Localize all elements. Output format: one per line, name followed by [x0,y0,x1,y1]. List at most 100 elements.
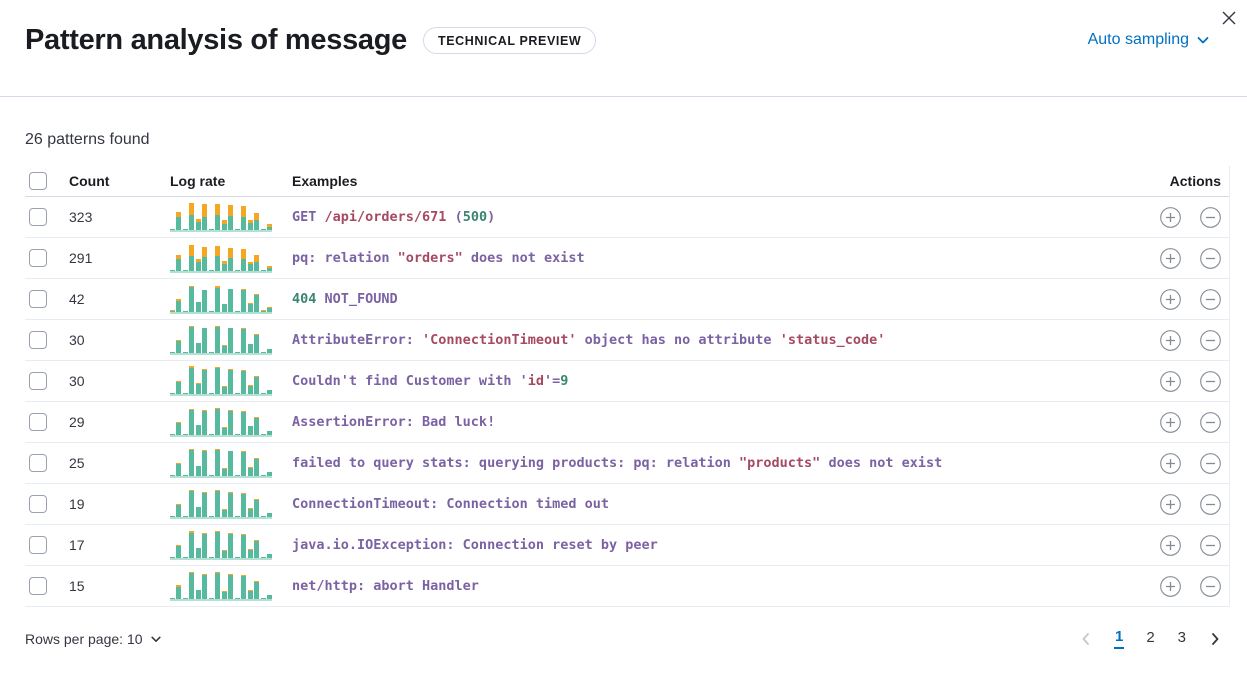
row-checkbox[interactable] [29,454,47,472]
pattern-count: 29 [69,414,85,430]
log-rate-sparkline [170,407,272,437]
filter-in-pattern-icon[interactable] [1160,534,1181,556]
table-row: 15 net/http: abort Handler [25,566,1229,607]
filter-in-pattern-icon[interactable] [1160,493,1181,515]
filter-out-pattern-icon[interactable] [1200,329,1221,351]
example-token: java.io.IOException: Connection reset by… [292,537,658,553]
filter-in-pattern-icon[interactable] [1160,452,1181,474]
sparkline-bar [228,204,234,230]
column-header-actions: Actions [1169,173,1221,189]
table-row: 291 pq: relation "orders" does not exist [25,238,1229,279]
log-rate-sparkline [170,325,272,355]
sparkline-bar [228,574,234,599]
sparkline-bar [228,533,234,558]
sampling-menu-button[interactable]: Auto sampling [1088,31,1210,49]
filter-in-pattern-icon[interactable] [1160,206,1181,228]
row-checkbox[interactable] [29,331,47,349]
sparkline-bar [221,261,227,271]
row-checkbox[interactable] [29,495,47,513]
sparkline-bar [195,301,201,312]
example-token: ConnectionTimeout: Connection timed out [292,496,609,512]
sparkline-bar [241,492,247,517]
filter-in-pattern-icon[interactable] [1160,575,1181,597]
sparkline-bar [260,270,266,271]
example-token: GET [292,209,325,225]
sparkline-bar [189,244,195,271]
example-token: net/http: abort Handler [292,578,479,594]
sparkline-bar [176,421,182,435]
pattern-example: failed to query stats: querying products… [292,455,1133,471]
select-all-checkbox[interactable] [29,172,47,190]
sparkline-bar [234,516,240,517]
filter-in-pattern-icon[interactable] [1160,370,1181,392]
sparkline-bar [234,598,240,599]
sparkline-bar [267,553,272,558]
sparkline-bar [260,433,266,435]
filter-in-pattern-icon[interactable] [1160,329,1181,351]
sparkline-bar [189,326,195,353]
sparkline-bar [260,557,266,558]
filter-out-pattern-icon[interactable] [1200,452,1221,474]
sparkline-bar [234,434,240,435]
filter-out-pattern-icon[interactable] [1200,206,1221,228]
sparkline-bar [221,468,227,476]
sparkline-bar [195,342,201,353]
sparkline-bar [182,475,188,476]
example-token: object has no attribute [576,332,780,348]
sparkline-bar [221,345,227,353]
table-row: 30 AttributeError: 'ConnectionTimeout' o… [25,320,1229,361]
row-checkbox[interactable] [29,208,47,226]
sparkline-bar [234,310,240,312]
sparkline-bar [247,262,253,271]
sparkline-bar [215,572,221,599]
pattern-count: 42 [69,291,85,307]
filter-out-pattern-icon[interactable] [1200,247,1221,269]
sparkline-bar [260,229,266,230]
filter-out-pattern-icon[interactable] [1200,534,1221,556]
pattern-count: 30 [69,332,85,348]
filter-out-pattern-icon[interactable] [1200,575,1221,597]
filter-in-pattern-icon[interactable] [1160,247,1181,269]
sparkline-bar [202,204,208,230]
previous-page-icon [1079,632,1093,646]
sparkline-bar [221,427,227,435]
page-number-1[interactable]: 1 [1113,628,1125,649]
sparkline-bar [260,393,266,394]
example-token: 'status_code' [779,332,886,348]
sparkline-bar [215,448,221,476]
row-checkbox[interactable] [29,577,47,595]
sampling-menu-label: Auto sampling [1087,31,1189,48]
sparkline-bar [267,430,272,435]
row-checkbox[interactable] [29,536,47,554]
filter-in-pattern-icon[interactable] [1160,288,1181,310]
page-number-2[interactable]: 2 [1145,628,1155,649]
row-checkbox[interactable] [29,413,47,431]
flyout-header: Pattern analysis of message TECHNICAL PR… [0,0,1247,97]
row-checkbox[interactable] [29,290,47,308]
close-icon[interactable] [1215,4,1243,32]
page-number-3[interactable]: 3 [1177,628,1187,649]
sparkline-bar [170,270,175,271]
filter-out-pattern-icon[interactable] [1200,370,1221,392]
sparkline-bar [241,410,247,435]
row-checkbox[interactable] [29,249,47,267]
sparkline-bar [195,258,201,271]
sparkline-bar [260,598,266,599]
sparkline-bar [170,310,175,312]
filter-in-pattern-icon[interactable] [1160,411,1181,433]
sparkline-bar [260,516,266,517]
filter-out-pattern-icon[interactable] [1200,493,1221,515]
rows-per-page-button[interactable]: Rows per page: 10 [25,631,162,647]
filter-out-pattern-icon[interactable] [1200,411,1221,433]
sparkline-bar [195,506,201,517]
sparkline-bar [221,219,227,230]
log-rate-sparkline [170,284,272,314]
sparkline-bar [195,383,201,394]
sparkline-bar [228,289,234,312]
next-page-icon[interactable] [1208,632,1222,646]
table-row: 25 failed to query stats: querying produ… [25,443,1229,484]
sparkline-bar [247,385,253,394]
filter-out-pattern-icon[interactable] [1200,288,1221,310]
row-checkbox[interactable] [29,372,47,390]
